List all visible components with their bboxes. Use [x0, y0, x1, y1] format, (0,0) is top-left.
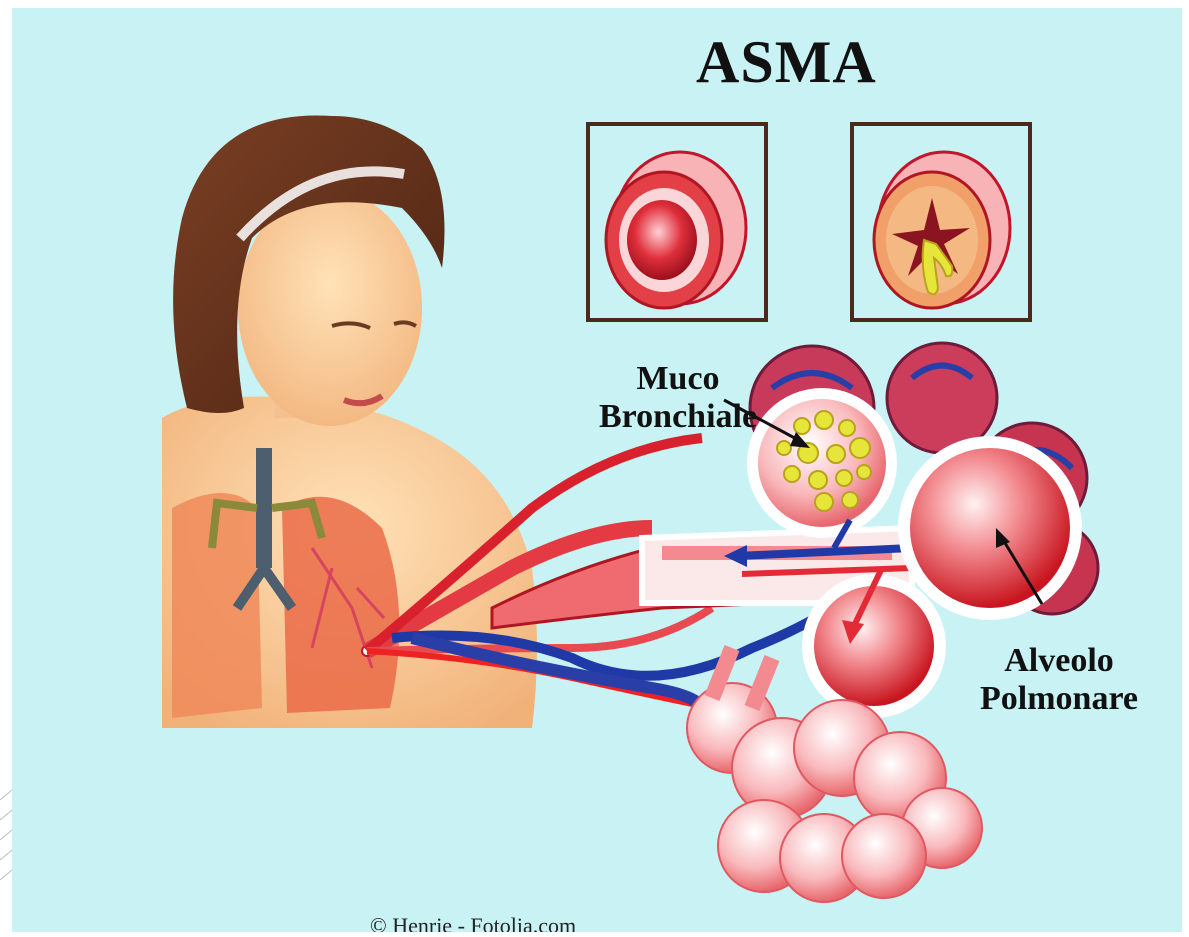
normal-airway-panel [588, 124, 766, 320]
alveolus-label: Alveolo Polmonare [980, 642, 1138, 718]
credit-text: © Henrie - Fotolia.com [370, 913, 576, 932]
alveolus-label-line1: Alveolo [980, 642, 1138, 680]
illustration-canvas: ASMA Muco Bronchiale Alveolo Polmonare ©… [12, 8, 1182, 932]
alveolus-label-line2: Polmonare [980, 680, 1138, 718]
asthma-illustration [12, 8, 1182, 932]
asthma-airway-panel [852, 124, 1030, 320]
left-edge-decoration [0, 790, 12, 900]
diagram-title: ASMA [696, 28, 877, 97]
mucus-label: Muco Bronchiale [599, 360, 757, 436]
mucus-label-line1: Muco [599, 360, 757, 398]
mucus-label-line2: Bronchiale [599, 398, 757, 436]
